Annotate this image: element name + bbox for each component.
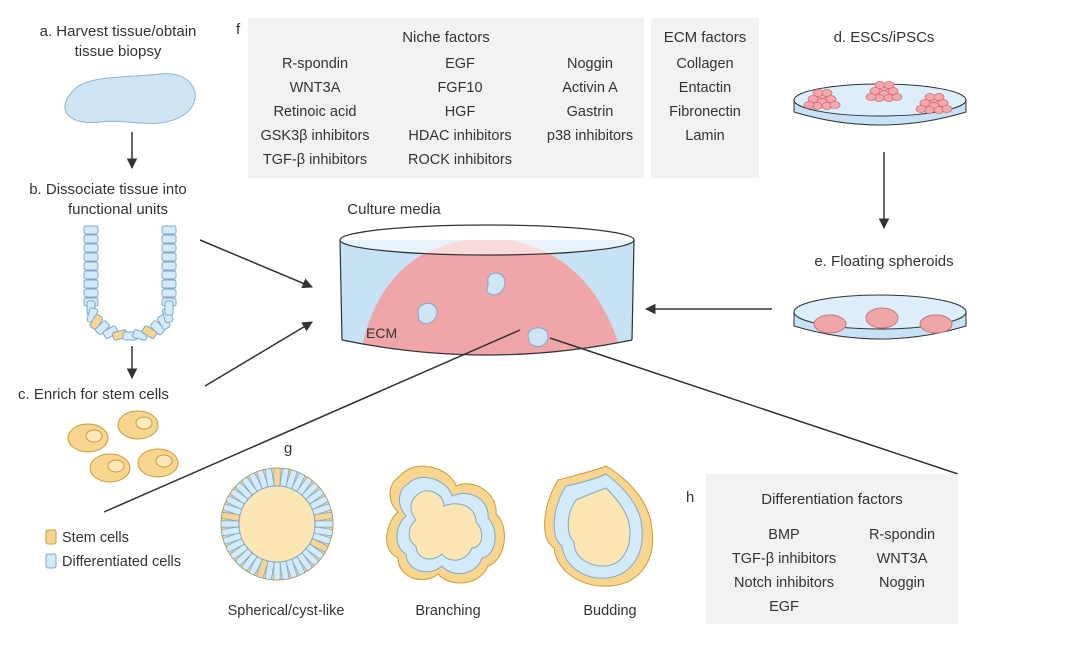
differentiation-factors-panel: h Differentiation factors BMP TGF-β inhi… [686,474,958,624]
legend: Stem cells Differentiated cells [45,529,181,570]
arrow-c-to-culture [204,321,313,387]
step-a-label-line2: tissue biopsy [75,43,162,60]
stem-cell-icon [117,410,159,440]
step-b-dissociate-tissue: b. Dissociate tissue into functional uni… [29,181,187,341]
organoid-in-ecm [527,327,549,348]
panel-letter-h: h [686,489,694,506]
legend-differentiated-cell-swatch [45,553,57,569]
niche-factor: Activin A [562,80,618,96]
differentiation-factors-title: Differentiation factors [761,491,902,508]
ecm-factors-title: ECM factors [664,29,747,46]
niche-factor: Retinoic acid [273,104,356,120]
niche-factors-panel: f Niche factors R-spondin WNT3A Retinoic… [236,18,644,178]
differentiation-factor: R-spondin [869,527,935,543]
niche-factor: TGF-β inhibitors [263,152,367,168]
ecm-dome [360,240,622,355]
legend-stem-cell-swatch [45,529,57,545]
stem-cell-icon [89,453,131,483]
label-spherical: Spherical/cyst-like [228,603,345,619]
step-a-label-line1: a. Harvest tissue/obtain [40,23,197,40]
spheroid-icon [813,314,847,334]
step-b-label-line2: functional units [68,201,168,218]
ecm-factor: Collagen [676,56,733,72]
niche-factor: EGF [445,56,475,72]
step-e-floating-spheroids: e. Floating spheroids [793,253,967,340]
tissue-biopsy-icon [64,73,196,124]
differentiation-factors-background [706,474,958,624]
spherical-organoid: Spherical/cyst-like [220,467,345,619]
step-d-escs-ipscs: d. ESCs/iPSCs [793,29,967,126]
niche-factor: R-spondin [282,56,348,72]
ecm-factor: Lamin [685,128,725,144]
panel-letter-f: f [236,21,241,38]
stem-cell-colonies-icon [803,81,953,114]
step-c-enrich-stem-cells: c. Enrich for stem cells [18,386,179,483]
niche-factor: GSK3β inhibitors [260,128,369,144]
differentiation-factor: TGF-β inhibitors [732,551,836,567]
panel-letter-g: g [284,440,292,457]
differentiation-factor: BMP [768,527,799,543]
niche-factor: FGF10 [437,80,482,96]
ecm-factors-background [651,18,759,178]
label-branching: Branching [415,603,480,619]
step-a-harvest-tissue: a. Harvest tissue/obtain tissue biopsy [40,23,197,124]
niche-factors-title: Niche factors [402,29,490,46]
stem-cell-icon [137,448,179,478]
ecm-factor: Fibronectin [669,104,741,120]
dish-rim [339,224,635,256]
niche-factor: Noggin [567,56,613,72]
branching-organoid: Branching [386,465,505,619]
legend-differentiated-cells: Differentiated cells [62,554,181,570]
stem-cell-icon [67,423,109,453]
niche-factor: HGF [445,104,476,120]
niche-factor: Gastrin [567,104,614,120]
budding-organoid: Budding [544,465,654,619]
step-c-label: c. Enrich for stem cells [18,386,169,403]
ecm-factor: Entactin [679,80,731,96]
organoid-in-ecm [486,272,506,296]
step-d-label: d. ESCs/iPSCs [834,29,935,46]
crypt-functional-unit-icon [83,225,177,341]
organoid-in-ecm [417,302,438,325]
niche-factor: p38 inhibitors [547,128,633,144]
differentiation-factor: EGF [769,599,799,615]
culture-media-label: Culture media [347,201,441,218]
differentiation-factor: WNT3A [877,551,928,567]
niche-factor: ROCK inhibitors [408,152,512,168]
culture-dish: Culture media ECM [339,201,635,356]
niche-factors-background [248,18,644,178]
niche-factor: WNT3A [290,80,341,96]
spheroid-icon [919,314,953,334]
step-b-label-line1: b. Dissociate tissue into [29,181,187,198]
zoom-line-right [549,337,959,475]
arrow-b-to-culture [199,239,313,289]
step-e-label: e. Floating spheroids [814,253,953,270]
spheroid-icon [865,307,899,329]
differentiation-factor: Notch inhibitors [734,575,834,591]
differentiation-factor: Noggin [879,575,925,591]
label-budding: Budding [583,603,636,619]
niche-factor: HDAC inhibitors [408,128,511,144]
ecm-label: ECM [366,325,397,341]
ecm-factors-panel: ECM factors Collagen Entactin Fibronecti… [651,18,759,178]
legend-stem-cells: Stem cells [62,530,129,546]
zoom-line-left [103,329,521,513]
